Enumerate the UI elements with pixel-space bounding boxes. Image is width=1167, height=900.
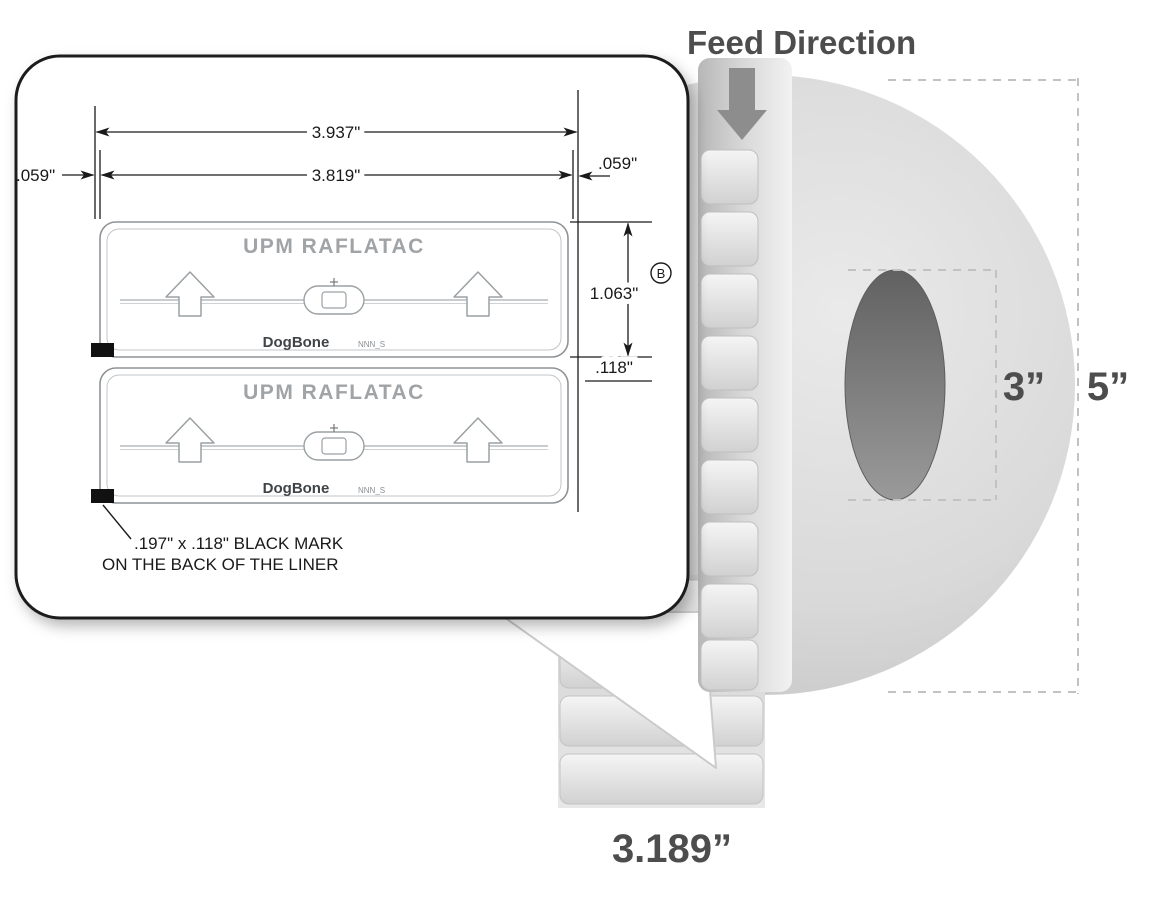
label-width-label: 3.189” — [612, 827, 732, 871]
black-mark-note-line1: .197" x .118" BLACK MARK — [134, 534, 344, 553]
inlay-code-2: NNN_S — [358, 486, 385, 495]
inlay-brand-1: UPM RAFLATAC — [243, 235, 425, 258]
ref-marker-circle — [650, 262, 672, 284]
wound-label-segment — [700, 273, 759, 329]
wound-label-segment — [700, 583, 759, 639]
ref-marker-letter: B — [657, 266, 666, 281]
dim-left-margin: .059" — [16, 166, 55, 185]
inlay-model-2: DogBone — [263, 480, 330, 497]
wound-label-segment — [700, 397, 759, 453]
dim-inlay-width: 3.819" — [312, 166, 361, 185]
wound-label-segment — [700, 335, 759, 391]
inlay-model-1: DogBone — [263, 334, 330, 351]
dim-total-width: 3.937" — [312, 123, 361, 142]
wound-label-segment — [700, 149, 759, 205]
feed-direction-arrow-icon — [717, 68, 767, 140]
dim-right-margin: .059" — [598, 154, 637, 173]
wound-label-segment — [700, 211, 759, 267]
dimension-lines — [62, 127, 633, 357]
wound-label-segment — [700, 459, 759, 515]
inlay-code-1: NNN_S — [358, 340, 385, 349]
label-spec-callout: 3.937" 3.819" .059" .059" 1.063" .118" B… — [14, 54, 690, 620]
roll-core — [844, 269, 946, 501]
extension-lines — [94, 90, 652, 512]
black-mark-note-line2: ON THE BACK OF THE LINER — [102, 555, 338, 574]
inlay-brand-2: UPM RAFLATAC — [243, 381, 425, 404]
wound-label-segment — [700, 521, 759, 577]
feed-direction-label: Feed Direction — [687, 24, 916, 61]
wound-label-segment — [700, 639, 759, 691]
core-diameter-label: 3” — [1003, 365, 1045, 409]
wound-web-edge — [698, 58, 792, 692]
roll-diameter-label: 5” — [1087, 365, 1129, 409]
dim-label-height: 1.063" — [590, 284, 639, 303]
black-mark-leader-line — [102, 504, 132, 540]
dimension-guides — [848, 78, 1079, 694]
dim-gap-height: .118" — [595, 358, 633, 377]
strip-label-segment — [559, 753, 764, 805]
